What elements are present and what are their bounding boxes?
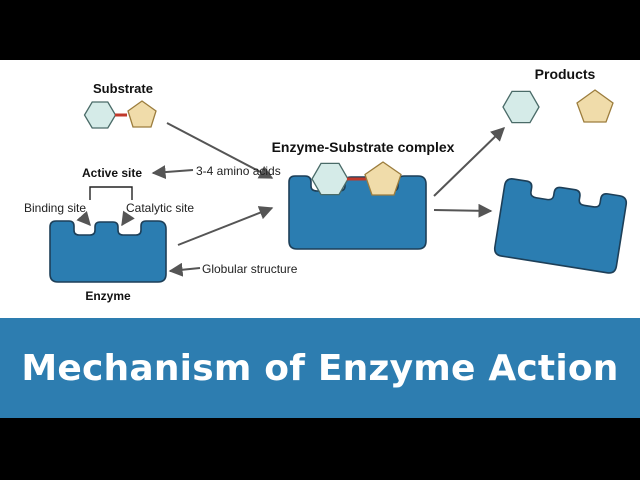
- product-hexagon-icon: [502, 90, 540, 124]
- substrate-label: Substrate: [93, 81, 153, 96]
- top-letterbox: [0, 0, 640, 60]
- arrow-complex-to-enzyme: [433, 203, 493, 218]
- released-enzyme-shape-icon: [493, 178, 628, 274]
- complex-enzyme-shape-icon: [288, 175, 427, 250]
- arrow-enzyme-to-complex: [177, 206, 274, 246]
- active-site-bracket: [89, 186, 133, 200]
- globular-structure-label: Globular structure: [202, 262, 298, 276]
- enzyme-shape-icon: [49, 220, 167, 283]
- substrate-hexagon-icon: [83, 101, 117, 129]
- substrate-pentagon-icon: [127, 100, 157, 128]
- bottom-letterbox: [0, 418, 640, 480]
- arrow-amino-to-active-site: [151, 165, 194, 180]
- complex-pentagon-icon: [364, 161, 402, 196]
- active-site-label: Active site: [82, 166, 142, 180]
- catalytic-site-label: Catalytic site: [126, 201, 194, 215]
- arrow-catalytic-site: [121, 210, 135, 227]
- binding-site-label: Binding site: [24, 201, 86, 215]
- diagram-area: Substrate Active site 3-4 amino acids Bi…: [0, 60, 640, 318]
- page-title: Mechanism of Enzyme Action: [21, 347, 619, 389]
- amino-acids-label: 3-4 amino acids: [196, 164, 281, 178]
- complex-hexagon-icon: [311, 162, 349, 196]
- title-banner: Mechanism of Enzyme Action: [0, 318, 640, 418]
- arrow-substrate-to-complex: [166, 122, 274, 179]
- complex-label: Enzyme-Substrate complex: [272, 139, 455, 155]
- arrow-globular-structure: [168, 262, 201, 277]
- enzyme-diagram: Substrate Active site 3-4 amino acids Bi…: [24, 66, 628, 303]
- released-enzyme: [493, 178, 628, 274]
- arrow-complex-to-products: [433, 127, 506, 197]
- enzyme-label: Enzyme: [85, 289, 131, 303]
- arrow-binding-site: [76, 210, 91, 227]
- product-pentagon-icon: [576, 89, 614, 123]
- products-label: Products: [535, 66, 596, 82]
